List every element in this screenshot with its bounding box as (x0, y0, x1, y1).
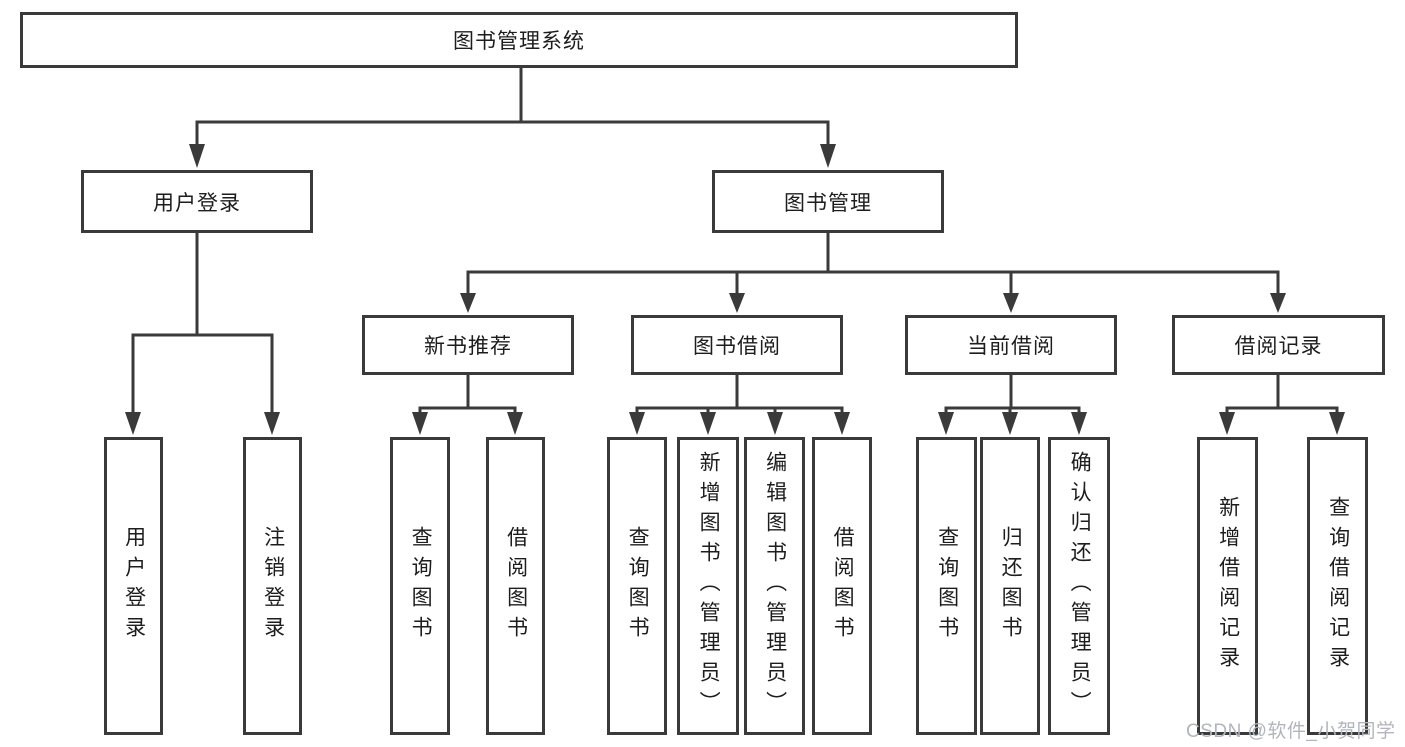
leaf-return-books-label: 归还图书 (999, 526, 1023, 646)
node-root-system: 图书管理系统 (20, 12, 1018, 68)
leaf-return-books: 归还图书 (980, 437, 1040, 735)
leaf-borrow-books-recommend-label: 借阅图书 (504, 526, 528, 646)
arrowheads-level2 (189, 144, 836, 168)
leaf-query-borrow-record-label: 查询借阅记录 (1326, 496, 1350, 676)
leaf-query-books-current-label: 查询图书 (935, 526, 959, 646)
connector-current-borrow-branch (944, 373, 1081, 416)
node-book-borrow-label: 图书借阅 (693, 335, 781, 358)
node-book-borrow: 图书借阅 (631, 315, 843, 375)
leaf-logout-label: 注销登录 (261, 526, 285, 646)
node-user-login: 用户登录 (81, 170, 313, 233)
leaf-borrow-books-recommend: 借阅图书 (486, 437, 545, 735)
leaf-edit-book-admin: 编辑图书（管理员） (744, 437, 805, 735)
node-borrow-records-label: 借阅记录 (1234, 335, 1323, 358)
csdn-watermark: CSDN @软件_小贺同学 (1186, 721, 1396, 742)
leaf-confirm-return-admin: 确认归还（管理员） (1048, 437, 1110, 735)
node-new-book-recommend-label: 新书推荐 (424, 335, 512, 358)
node-book-management-label: 图书管理 (784, 191, 872, 215)
node-current-borrow-label: 当前借阅 (967, 335, 1055, 358)
leaf-query-books-recommend: 查询图书 (390, 437, 450, 735)
leaf-add-book-admin-label: 新增图书（管理员） (697, 451, 721, 721)
leaf-query-books-borrow-label: 查询图书 (626, 526, 650, 646)
leaf-query-books-borrow: 查询图书 (607, 437, 667, 735)
leaf-user-login-label: 用户登录 (122, 526, 146, 646)
node-user-login-label: 用户登录 (153, 191, 241, 215)
leaf-borrow-books-borrow: 借阅图书 (812, 437, 872, 735)
node-root-label: 图书管理系统 (453, 30, 585, 53)
connector-new-book-branch (418, 373, 517, 416)
leaf-borrow-books-borrow-label: 借阅图书 (831, 526, 855, 646)
arrowheads-level3 (460, 293, 1286, 313)
node-borrow-records: 借阅记录 (1172, 315, 1385, 375)
leaf-add-borrow-record-label: 新增借阅记录 (1216, 496, 1240, 676)
leaf-confirm-return-admin-label: 确认归还（管理员） (1068, 451, 1092, 721)
connector-book-mgmt-branch (466, 231, 1280, 297)
leaf-add-book-admin: 新增图书（管理员） (677, 437, 739, 735)
connector-root-branch (195, 66, 830, 148)
leaf-logout: 注销登录 (243, 437, 302, 735)
leaf-query-books-current: 查询图书 (916, 437, 977, 735)
leaf-query-borrow-record: 查询借阅记录 (1307, 437, 1368, 735)
leaf-user-login: 用户登录 (104, 437, 163, 735)
leaf-edit-book-admin-label: 编辑图书（管理员） (763, 451, 787, 721)
leaf-add-borrow-record: 新增借阅记录 (1197, 437, 1258, 735)
connector-book-borrow-branch (635, 373, 844, 416)
connector-user-login-branch (131, 231, 274, 416)
leaf-query-books-recommend-label: 查询图书 (409, 526, 433, 646)
arrowheads-leaves (125, 412, 1345, 435)
node-book-management: 图书管理 (712, 170, 944, 233)
node-current-borrow: 当前借阅 (905, 315, 1117, 375)
connector-borrow-record-branch (1225, 373, 1339, 416)
node-new-book-recommend: 新书推荐 (362, 315, 574, 375)
